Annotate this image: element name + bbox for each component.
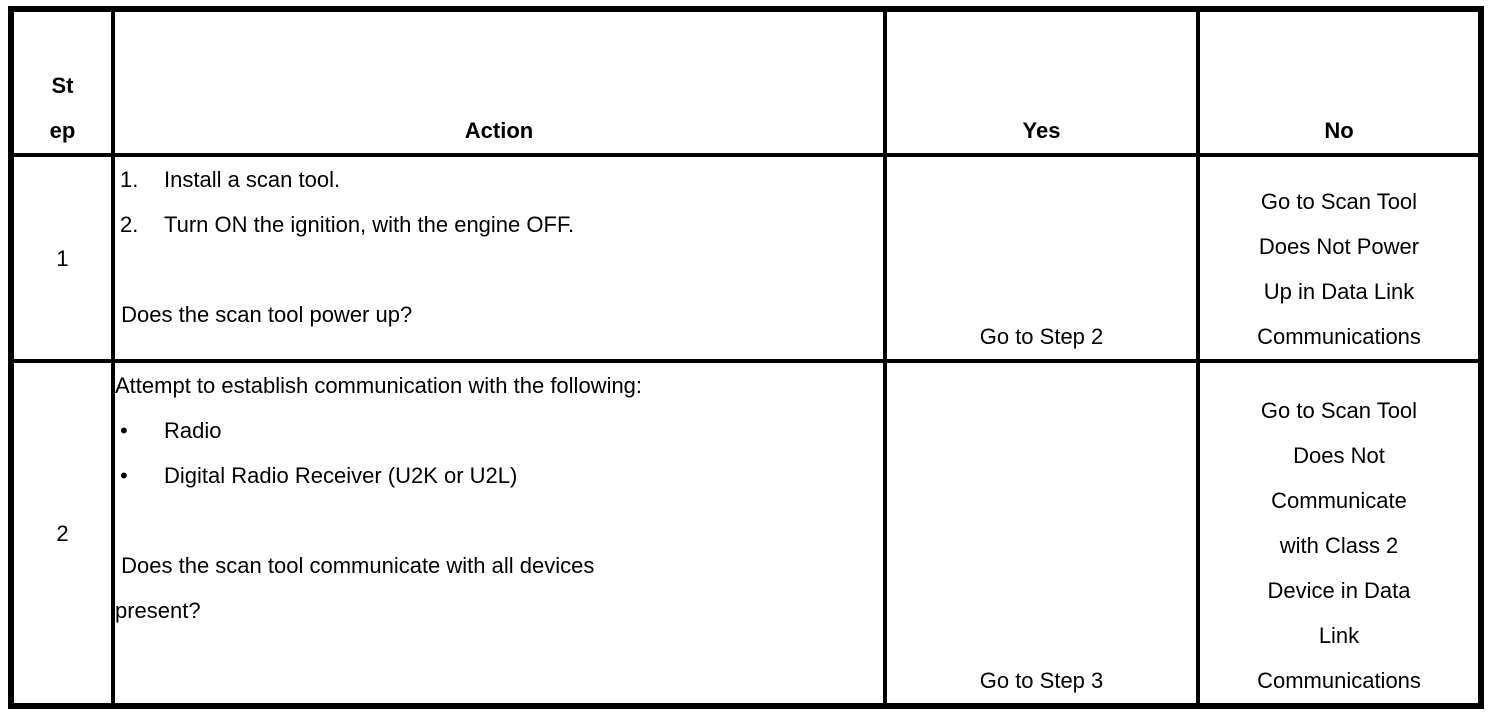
table-row-step-2: 2 Attempt to establish communication wit… bbox=[9, 359, 1483, 708]
yes-instruction: Go to Step 3 bbox=[979, 668, 1104, 693]
header-step-label: St ep bbox=[49, 73, 76, 143]
bullet-list-item: • Digital Radio Receiver (U2K or U2L) bbox=[117, 453, 881, 498]
yes-cell: Go to Step 2 bbox=[883, 153, 1200, 363]
header-no-label: No bbox=[1324, 118, 1354, 143]
header-row: St ep Action Yes No bbox=[9, 7, 1483, 157]
diagnostic-table: St ep Action Yes No 1 1. Install a scan … bbox=[8, 6, 1484, 709]
list-item-text: Digital Radio Receiver (U2K or U2L) bbox=[164, 463, 518, 488]
header-step: St ep bbox=[9, 7, 115, 157]
action-intro: Attempt to establish communication with … bbox=[115, 373, 643, 398]
list-item-text: Radio bbox=[164, 418, 222, 443]
no-instruction: Go to Scan Tool Does Not Communicate wit… bbox=[1257, 398, 1421, 693]
table-row-step-1: 1 1. Install a scan tool. 2. Turn ON the… bbox=[9, 153, 1483, 363]
no-cell: Go to Scan Tool Does Not Communicate wit… bbox=[1196, 359, 1483, 708]
numbered-list-item: 1. Install a scan tool. bbox=[117, 159, 881, 202]
action-cell: Attempt to establish communication with … bbox=[111, 359, 887, 708]
step-number: 2 bbox=[56, 520, 69, 546]
step-number-cell: 2 bbox=[9, 359, 115, 708]
step-number-cell: 1 bbox=[9, 153, 115, 363]
header-yes: Yes bbox=[883, 7, 1200, 157]
header-yes-label: Yes bbox=[1022, 118, 1061, 143]
step-number: 1 bbox=[56, 245, 69, 271]
action-question: Does the scan tool power up? bbox=[115, 302, 413, 327]
header-no: No bbox=[1196, 7, 1483, 157]
yes-cell: Go to Step 3 bbox=[883, 359, 1200, 708]
action-cell: 1. Install a scan tool. 2. Turn ON the i… bbox=[111, 153, 887, 363]
bullet-list-item: • Radio bbox=[117, 408, 881, 453]
numbered-list-item: 2. Turn ON the ignition, with the engine… bbox=[117, 202, 881, 247]
list-item-text: Install a scan tool. bbox=[164, 167, 341, 192]
header-action: Action bbox=[111, 7, 887, 157]
yes-instruction: Go to Step 2 bbox=[979, 324, 1104, 349]
list-number: 2. bbox=[120, 212, 139, 237]
list-item-text: Turn ON the ignition, with the engine OF… bbox=[164, 212, 575, 237]
header-action-label: Action bbox=[464, 118, 534, 143]
list-number: 1. bbox=[120, 167, 139, 192]
action-question: Does the scan tool communicate with all … bbox=[115, 553, 595, 623]
bullet-icon: • bbox=[120, 418, 128, 443]
bullet-icon: • bbox=[120, 463, 128, 488]
no-instruction: Go to Scan Tool Does Not Power Up in Dat… bbox=[1257, 189, 1421, 349]
no-cell: Go to Scan Tool Does Not Power Up in Dat… bbox=[1196, 153, 1483, 363]
